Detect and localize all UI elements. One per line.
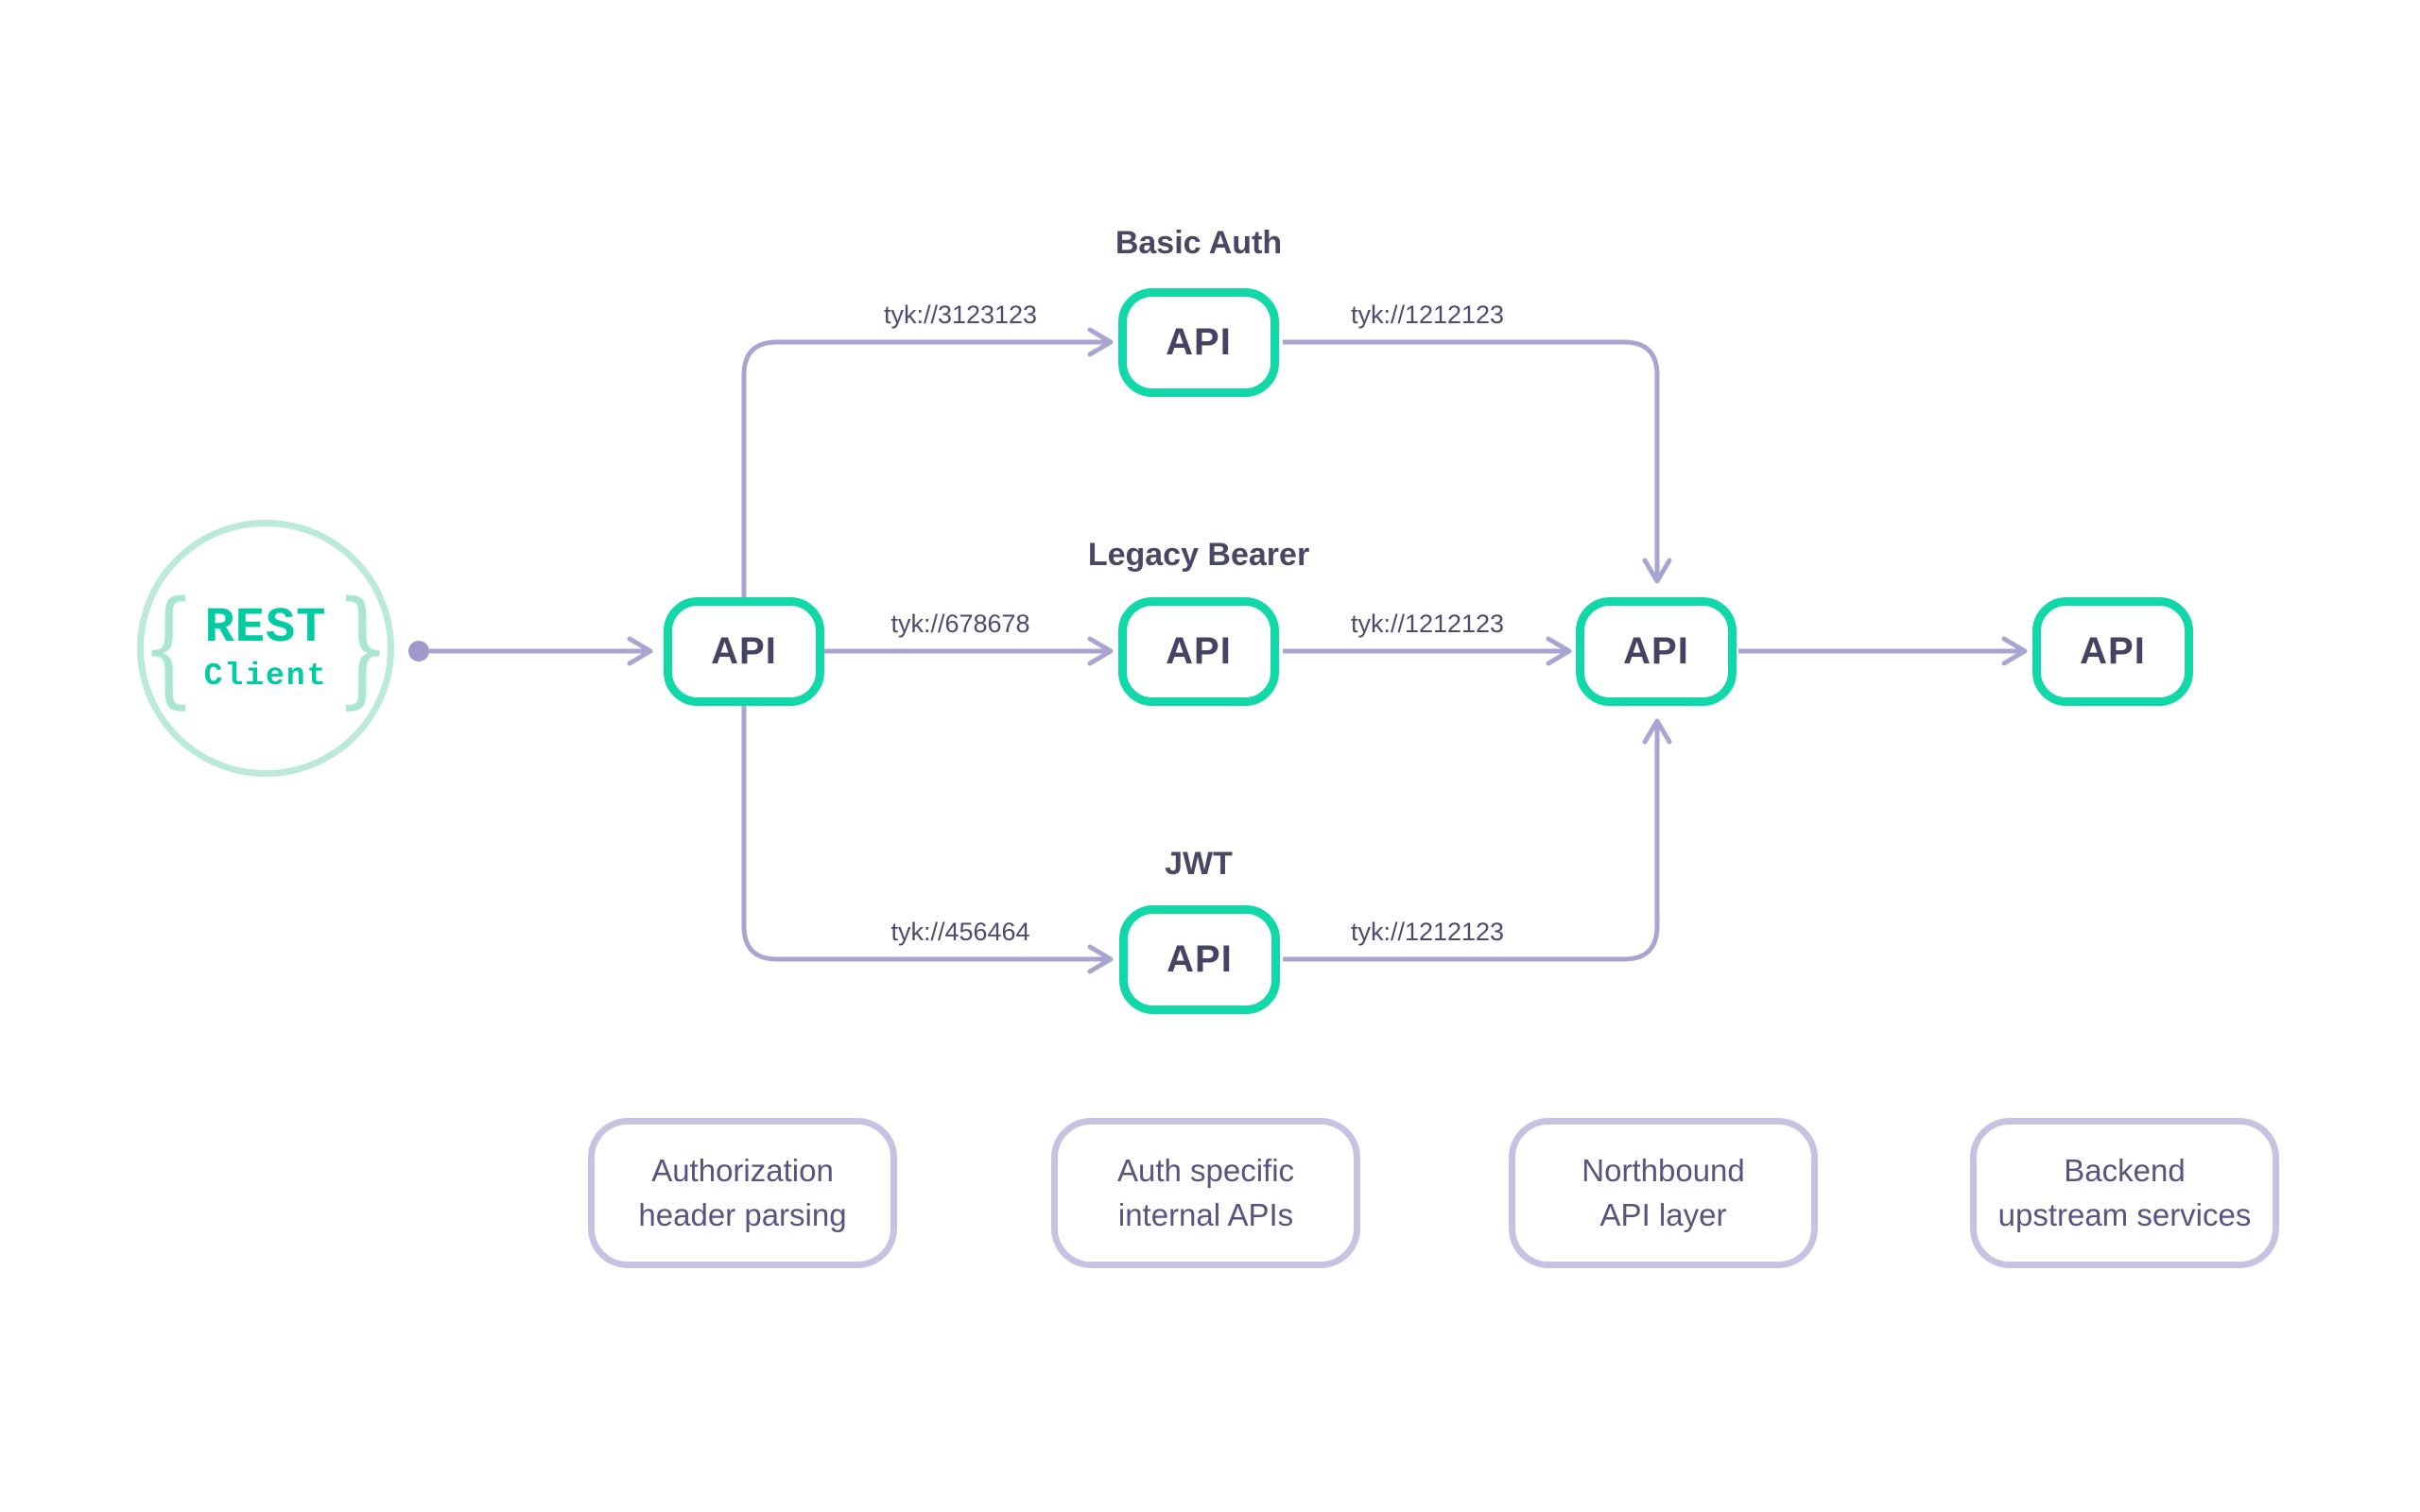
edge-gateway-to-basic — [741, 327, 1114, 597]
api-node-legacy-bearer: API — [1118, 597, 1279, 706]
api-node-label: API — [1167, 938, 1233, 980]
brace-left: { — [141, 574, 197, 721]
legend-line: upstream services — [1997, 1196, 2252, 1232]
row-title-jwt: JWT — [1165, 846, 1233, 882]
row-title-basic-auth: Basic Auth — [1115, 225, 1283, 261]
edge-label-basic-out: tyk://1212123 — [1350, 301, 1505, 329]
edge-label-jwt-out: tyk://1212123 — [1350, 918, 1505, 946]
legend-line: Backend — [2064, 1152, 2186, 1188]
legend-line: internal APIs — [1117, 1196, 1294, 1232]
legend-backend-upstream-services: Backend upstream services — [1970, 1118, 2279, 1268]
row-title-legacy-bearer: Legacy Bearer — [1087, 537, 1310, 573]
api-node-northbound: API — [1576, 597, 1737, 706]
edge-label-basic-in: tyk://3123123 — [883, 301, 1038, 329]
api-node-label: API — [1166, 321, 1232, 363]
api-node-jwt: API — [1119, 905, 1280, 1014]
start-dot — [408, 641, 429, 662]
edge-label-legacy-in: tyk://678678 — [890, 610, 1030, 638]
legend-line: Authorization — [651, 1152, 834, 1188]
api-node-label: API — [1166, 630, 1232, 672]
legend-line: Auth specific — [1116, 1152, 1295, 1188]
brace-right: } — [335, 574, 390, 721]
api-node-backend: API — [2032, 597, 2193, 706]
rest-client-text: REST Client — [204, 603, 328, 694]
api-node-label: API — [2080, 630, 2146, 672]
rest-client-subtitle: Client — [203, 658, 328, 694]
edge-gateway-to-jwt — [741, 706, 1114, 974]
api-node-basic-auth: API — [1118, 288, 1279, 397]
rest-client-title: REST — [204, 600, 327, 657]
edge-label-legacy-out: tyk://1212123 — [1350, 610, 1505, 638]
edge-jwt-to-northbound — [1283, 718, 1672, 962]
api-node-label: API — [711, 630, 777, 672]
legend-authorization-header-parsing: Authorization header parsing — [588, 1118, 897, 1268]
edge-basic-to-northbound — [1283, 339, 1672, 584]
rest-client-node: { REST Client } — [137, 520, 394, 777]
legend-line: API layer — [1599, 1196, 1727, 1232]
legend-line: Northbound — [1582, 1152, 1745, 1188]
api-node-gateway: API — [664, 597, 824, 706]
legend-northbound-api-layer: Northbound API layer — [1509, 1118, 1818, 1268]
api-node-label: API — [1623, 630, 1689, 672]
edge-label-jwt-in: tyk://456464 — [890, 918, 1030, 946]
legend-auth-specific-internal-apis: Auth specific internal APIs — [1051, 1118, 1360, 1268]
legend-line: header parsing — [638, 1196, 847, 1232]
